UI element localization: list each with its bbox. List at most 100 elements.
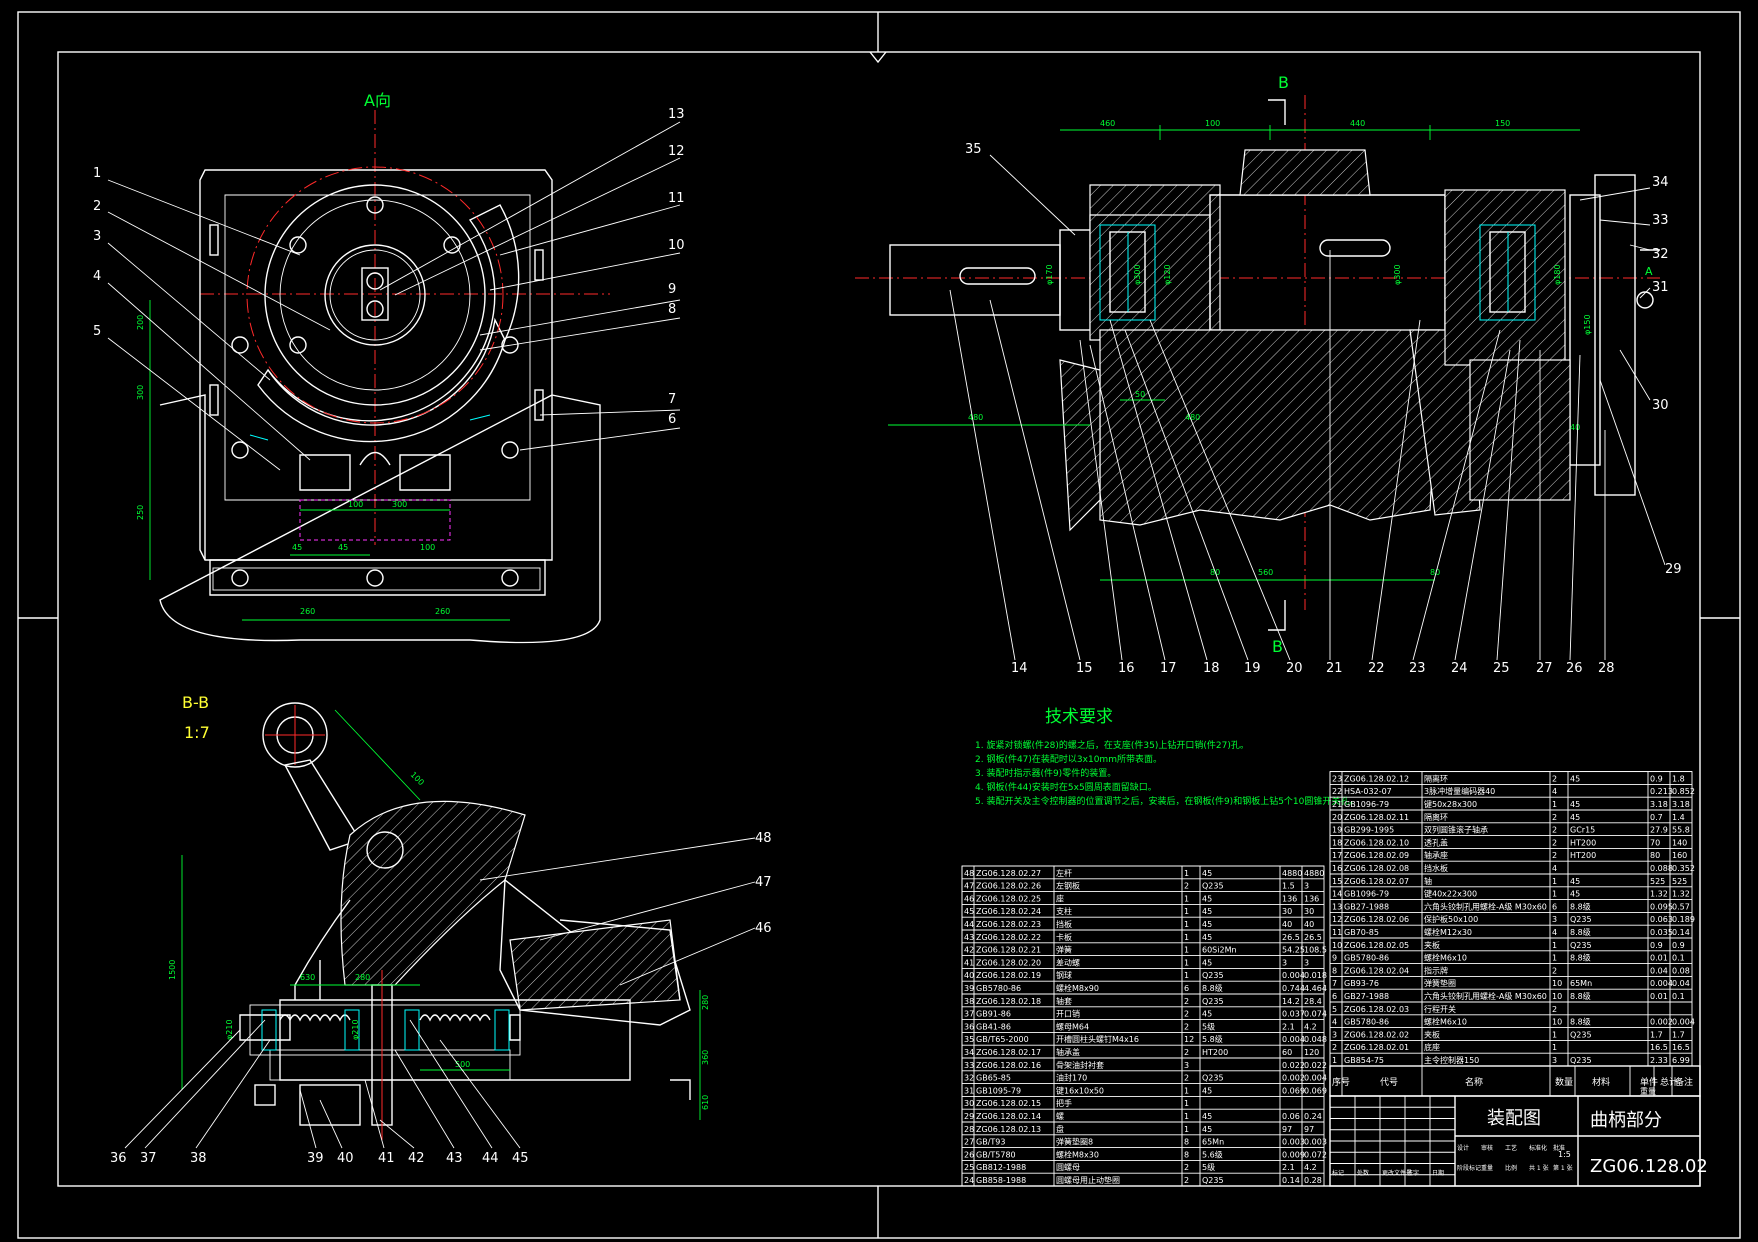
bom-cell: ZG06.128.02.19 (976, 971, 1041, 980)
bom-cell: 行程开关 (1424, 1004, 1456, 1014)
sheet-border (17, 11, 1741, 1239)
svg-text:20: 20 (1286, 661, 1303, 676)
bom-cell: 21 (1332, 800, 1342, 809)
bom-cell: 2 (1184, 1010, 1189, 1019)
svg-text:260: 260 (435, 607, 450, 616)
bom-cell: 20 (1332, 813, 1342, 822)
bom-cell: 45 (1570, 890, 1580, 899)
bom-cell: 1 (1184, 869, 1189, 878)
bom-cell: 65Mn (1570, 979, 1592, 988)
bearing-right (1479, 224, 1536, 321)
a-view-dims: 100 300 100 45 45 260 260 300 200 250 (136, 300, 510, 621)
bom-cell: 0.7 (1650, 813, 1663, 822)
springs (279, 1014, 491, 1022)
title-block-cell: 工艺 (1505, 1144, 1517, 1152)
title-block-cell: 重量 (1481, 1164, 1493, 1172)
bom-cell: 键50x28x300 (1424, 799, 1477, 809)
bom-cell: 1 (1552, 800, 1557, 809)
bom-cell: 44 (964, 920, 974, 929)
bom-cell: 40 (1282, 920, 1292, 929)
svg-text:560: 560 (1258, 568, 1273, 577)
bom-header-cell: 名称 (1465, 1076, 1483, 1088)
bom-cell: GB/T65-2000 (976, 1035, 1029, 1044)
svg-text:φ300: φ300 (1133, 264, 1142, 285)
bom-cell: 钢球 (1056, 970, 1072, 980)
title-block-cell: 更改文件号 (1382, 1169, 1412, 1177)
bom-cell: ZG06.128.02.07 (1344, 877, 1409, 886)
svg-text:34: 34 (1652, 175, 1669, 190)
bom-cell: 60Si2Mn (1202, 946, 1237, 955)
bom-cell: 0.003 (1304, 1138, 1327, 1147)
bom-cell: 45 (1570, 877, 1580, 886)
svg-text:45: 45 (338, 543, 348, 552)
bom-cell: 0.004 (1304, 1074, 1327, 1083)
bom-cell: 开口销 (1056, 1009, 1080, 1019)
bom-cell: 螺栓M8x90 (1056, 983, 1099, 993)
bom-cell: 0.01 (1650, 992, 1668, 1001)
bom-cell: 30 (964, 1099, 974, 1108)
svg-text:38: 38 (190, 1151, 207, 1166)
svg-text:29: 29 (1665, 562, 1682, 577)
svg-text:4: 4 (93, 269, 101, 284)
bom-cell: 38 (964, 997, 974, 1006)
bom-cell: 1 (1184, 971, 1189, 980)
bom-cell: 45 (1202, 933, 1212, 942)
bom-cell: ZG06.128.02.27 (976, 869, 1041, 878)
svg-text:47: 47 (755, 875, 772, 890)
bom-cell: 19 (1332, 826, 1342, 835)
bom-cell: 4 (1552, 928, 1557, 937)
bom-cell: 2.1 (1282, 1163, 1295, 1172)
bom-cell: 0.009 (1282, 1150, 1305, 1159)
bom-cell: 0.57 (1672, 902, 1690, 911)
svg-text:8: 8 (668, 302, 676, 317)
bom-cell: 8.8级 (1570, 953, 1591, 963)
bom-cell: 32 (964, 1074, 974, 1083)
bom-cell: GB93-76 (1344, 979, 1379, 988)
bom-cell: 2 (1552, 966, 1557, 975)
bom-header-cell: 材料 (1592, 1076, 1610, 1088)
svg-text:1. 旋紧对锁螺(件28)的螺之后，在支座(件35)上钻开口: 1. 旋紧对锁螺(件28)的螺之后，在支座(件35)上钻开口销(件27)孔。 (975, 739, 1249, 751)
bom-cell: GB854-75 (1344, 1056, 1384, 1065)
bom-cell: 55.8 (1672, 826, 1690, 835)
bom-cell: 2 (1552, 851, 1557, 860)
bb-callouts: 48 47 46 36 37 38 39 40 41 42 43 44 45 (110, 831, 772, 1166)
bom-cell: 隔离环 (1424, 812, 1448, 822)
bom-cell: 3 (1304, 882, 1309, 891)
tech-req-title: 技术要求 (1045, 707, 1113, 727)
bom-cell: 4 (1332, 1018, 1337, 1027)
bom-cell: GB/T93 (976, 1138, 1005, 1147)
svg-text:630: 630 (300, 973, 315, 982)
a-view-callouts: 1 2 3 4 5 13 12 11 10 9 8 7 6 (93, 107, 685, 427)
svg-text:280: 280 (701, 995, 710, 1010)
title-block-cell: 处数 (1357, 1169, 1369, 1177)
bom-cell: 140 (1672, 838, 1687, 847)
bom-cell: 键16x10x50 (1056, 1085, 1104, 1095)
svg-text:25: 25 (1493, 661, 1510, 676)
bom-cell: 16 (1332, 864, 1342, 873)
bom-cell: 3.18 (1672, 800, 1690, 809)
bom-cell: 33 (964, 1061, 974, 1070)
bb-scale: 1:7 (184, 723, 210, 742)
bom-cell: 23 (1332, 774, 1342, 783)
bom-cell: ZG06.128.02.18 (976, 997, 1041, 1006)
bom-cell: 2 (1552, 774, 1557, 783)
bom-cell: ZG06.128.02.22 (976, 933, 1041, 942)
bom-cell: 螺栓M6x10 (1424, 953, 1467, 963)
bom-cell: 1 (1552, 954, 1557, 963)
shaft-dims: 460 100 440 150 φ170 φ300 φ120 φ300 φ180… (888, 119, 1653, 581)
bom-cell: 54.25 (1282, 946, 1305, 955)
bom-cell: 24 (964, 1176, 974, 1185)
bom-cell: 1.8 (1672, 774, 1685, 783)
bom-cell: ZG06.128.02.02 (1344, 1030, 1409, 1039)
svg-text:43: 43 (446, 1151, 463, 1166)
bom-cell: 0.08 (1672, 966, 1690, 975)
svg-text:30: 30 (1652, 398, 1669, 413)
svg-text:φ300: φ300 (1393, 264, 1402, 285)
bom-cell: 27.9 (1650, 826, 1668, 835)
bom-cell: Q235 (1570, 1056, 1592, 1065)
bom-cell: 1 (1552, 1043, 1557, 1052)
bom-cell: 六角头铰制孔用螺栓-A级 M30x60 (1424, 901, 1547, 911)
bom-cell: HT200 (1570, 851, 1596, 860)
svg-text:32: 32 (1652, 247, 1669, 262)
